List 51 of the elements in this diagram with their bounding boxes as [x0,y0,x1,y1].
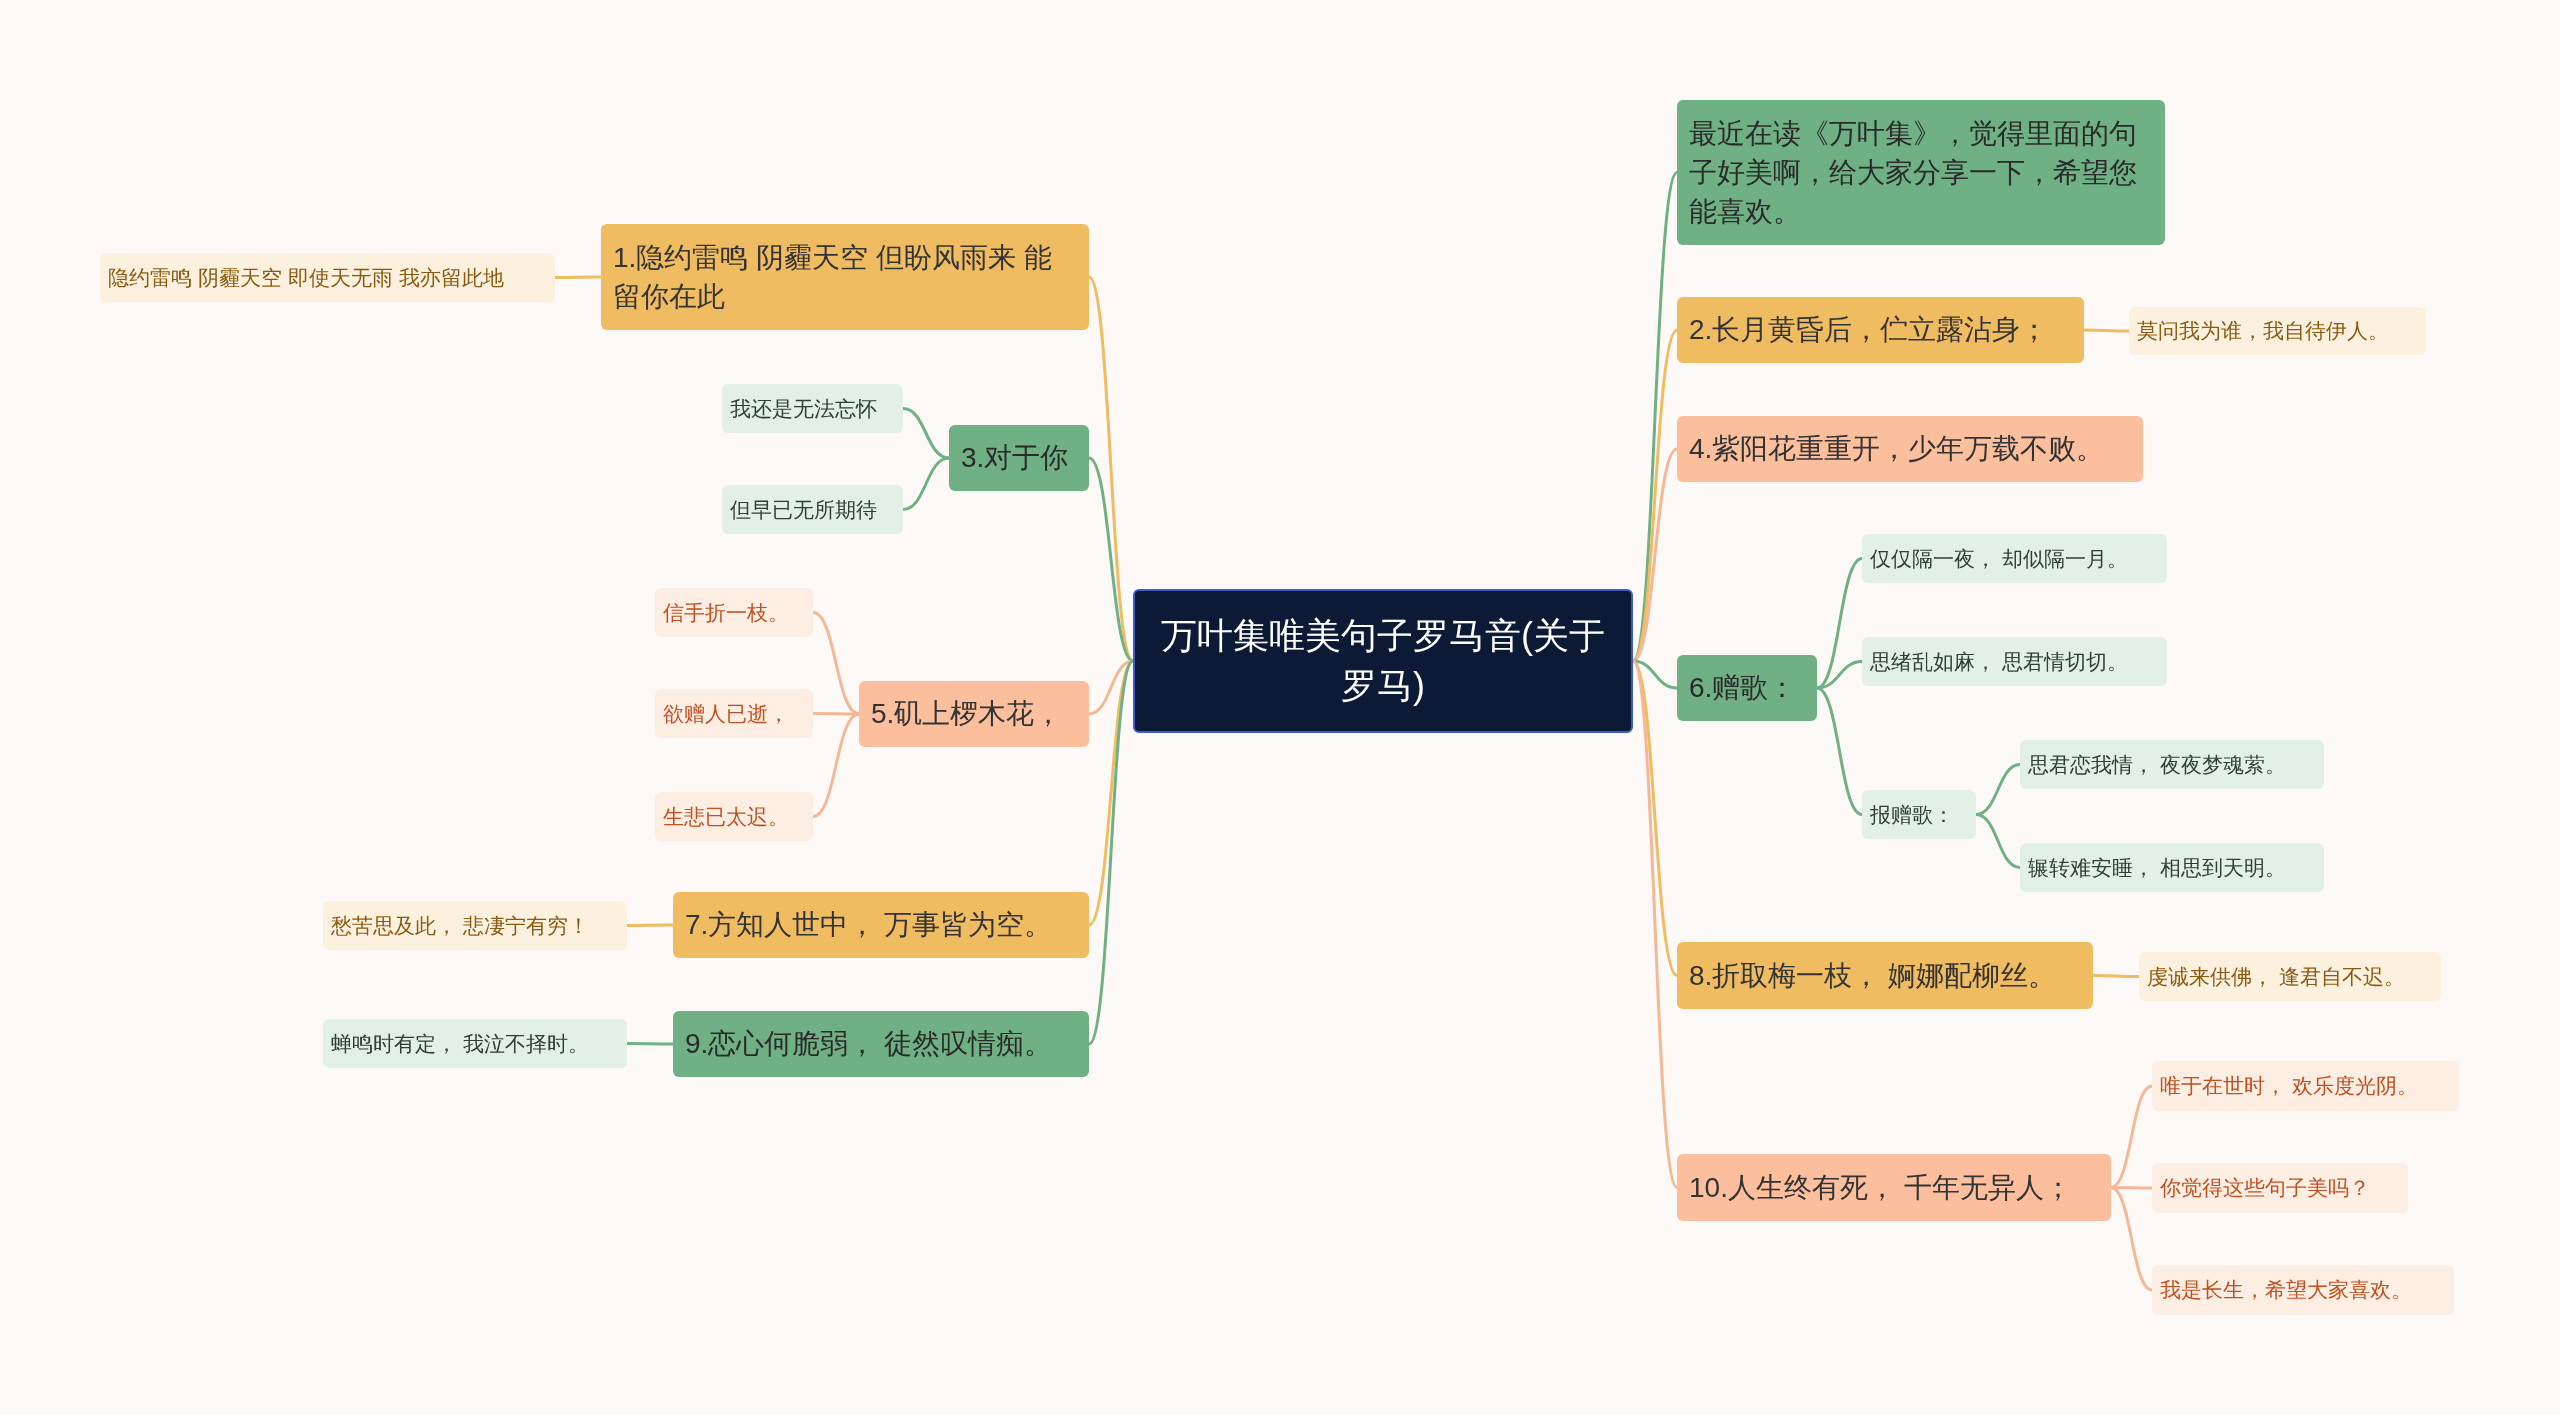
subtopic-box: 虔诚来供佛， 逢君自不迟。 [2139,952,2441,1001]
connector-line [2110,1084,2153,1189]
subtopic-box: 思君恋我情， 夜夜梦魂萦。 [2020,740,2324,789]
subtopic-box: 我是长生，希望大家喜欢。 [2152,1265,2454,1315]
connector-line [2093,974,2139,978]
subtopic-box: 莫问我为谁，我自待伊人。 [2129,307,2426,355]
connector-line [1975,813,2021,869]
central-topic-box: 万叶集唯美句子罗马音(关于罗马) [1133,589,1633,733]
connector-line [627,923,673,927]
connector-line [627,1042,673,1046]
connector-line [2110,1186,2153,1292]
topic-box: 6.赠歌： [1677,655,1817,721]
connector-line [1816,686,1863,816]
subtopic-box: 报赠歌： [1862,790,1976,839]
connector-line [902,456,950,511]
connector-line [2084,328,2129,333]
connector-line [1816,660,1863,690]
topic-box: 最近在读《万叶集》，觉得里面的句子好美啊，给大家分享一下，希望您能喜欢。 [1677,100,2165,245]
topic-box: 1.隐约雷鸣 阴霾天空 但盼风雨来 能留你在此 [601,224,1089,330]
topic-box: 10.人生终有死， 千年无异人； [1677,1154,2111,1221]
connector-line [812,712,860,818]
subtopic-box: 但早已无所期待 [722,485,903,534]
subtopic-box: 我还是无法忘怀 [722,384,903,433]
connector-line [813,712,859,716]
connector-line [1088,659,1134,716]
subtopic-box: 蝉鸣时有定， 我泣不择时。 [323,1019,627,1068]
subtopic-box: 隐约雷鸣 阴霾天空 即使天无雨 我亦留此地 [100,253,555,302]
topic-box: 3.对于你 [949,425,1089,491]
topic-box: 5.矶上椤木花， [859,681,1089,747]
subtopic-box: 思绪乱如麻， 思君情切切。 [1862,637,2167,686]
topic-box: 9.恋心何脆弱， 徒然叹情痴。 [673,1011,1089,1077]
connector-line [1087,660,1135,1045]
subtopic-box: 欲赠人已逝， [655,689,813,738]
subtopic-box: 你觉得这些句子美吗？ [2152,1163,2408,1213]
connector-line [555,275,601,279]
topic-box: 4.紫阳花重重开，少年万载不败。 [1677,416,2143,482]
subtopic-box: 愁苦思及此， 悲凄宁有穷！ [323,901,627,950]
topic-box: 8.折取梅一枝， 婀娜配柳丝。 [1677,942,2093,1009]
connector-line [902,407,950,460]
connector-line [1088,456,1134,663]
connector-line [1631,171,1679,662]
subtopic-box: 辗转难安睡， 相思到天明。 [2020,843,2324,892]
subtopic-box: 仅仅隔一夜， 却似隔一月。 [1862,534,2167,583]
connector-line [1632,659,1678,690]
connector-line [1631,660,1679,1189]
connector-line [1632,447,1678,663]
subtopic-box: 生悲已太迟。 [655,792,813,841]
topic-box: 7.方知人世中， 万事皆为空。 [673,892,1089,958]
subtopic-box: 信手折一枝。 [655,588,813,637]
topic-box: 2.长月黄昏后，伫立露沾身； [1677,297,2084,363]
subtopic-box: 唯于在世时， 欢乐度光阴。 [2152,1061,2459,1111]
